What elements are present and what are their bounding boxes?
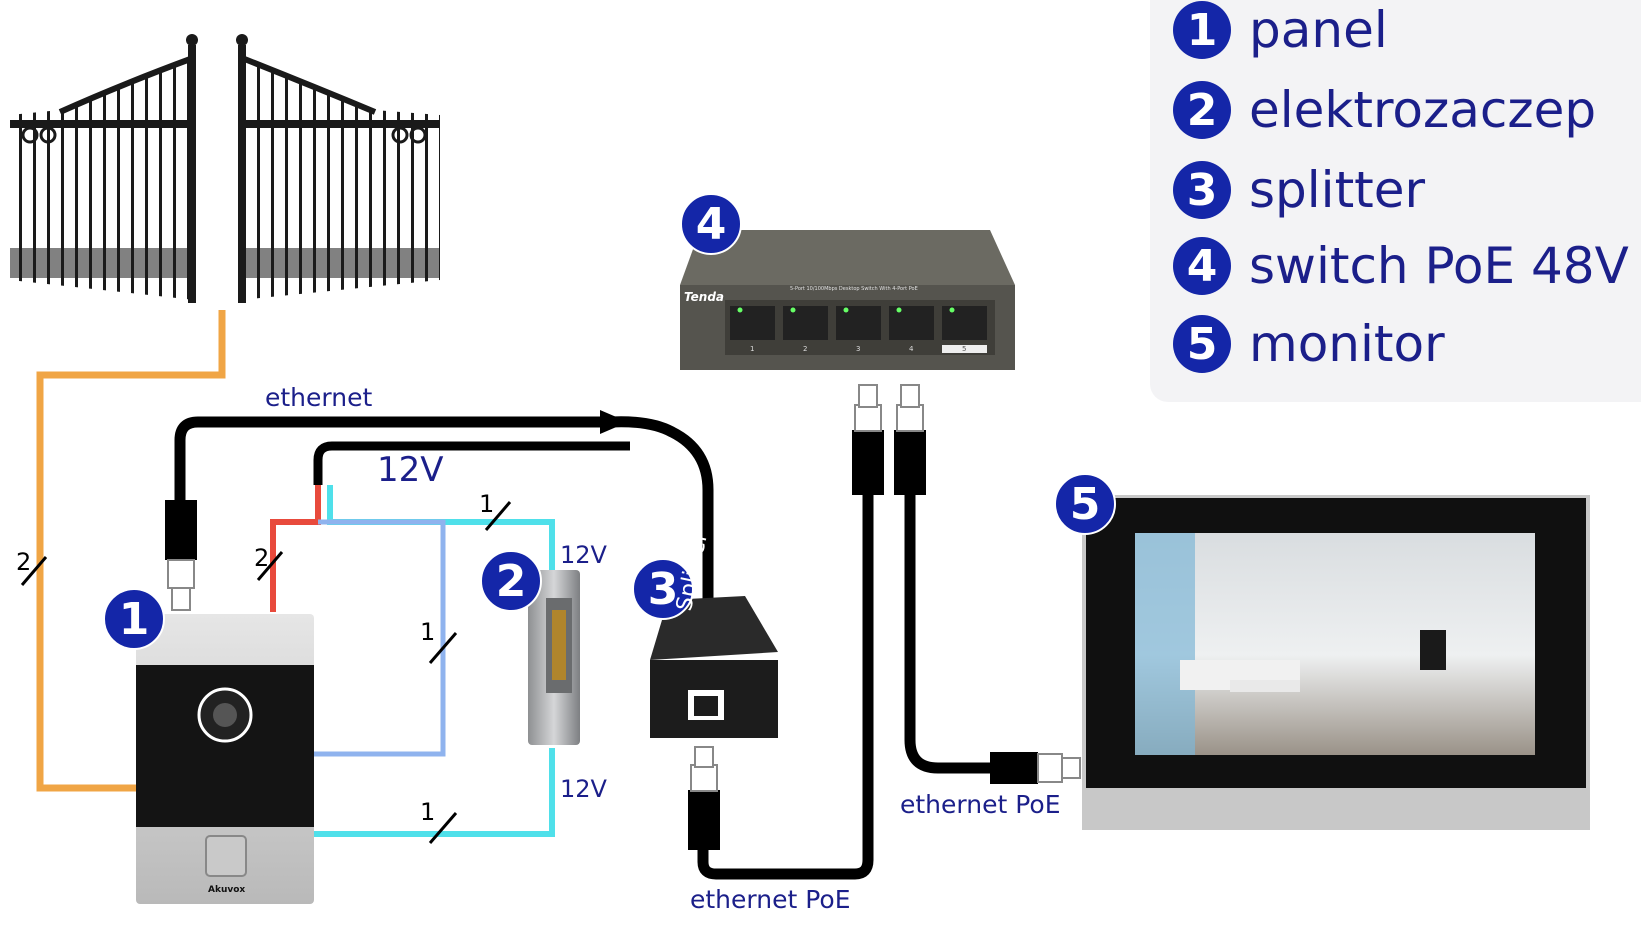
blue-wire — [312, 519, 446, 757]
blue-wire-count: 1 — [420, 618, 436, 646]
legend-item: 2 elektrozaczep — [1173, 74, 1596, 146]
legend-label: splitter — [1249, 161, 1426, 219]
legend-number-badge: 3 — [1173, 161, 1231, 219]
red-wire — [270, 485, 321, 612]
ethernet-label: ethernet — [265, 383, 373, 412]
ethernet-poe-monitor-label: ethernet PoE — [900, 790, 1061, 819]
legend-item: 5 monitor — [1173, 308, 1445, 380]
legend-label: elektrozaczep — [1249, 81, 1597, 139]
ethernet-poe-cable-bottom — [697, 470, 874, 880]
twelve-volt-label: 12V — [377, 450, 444, 490]
switch-port-number: 4 — [909, 345, 914, 353]
legend-item: 3 splitter — [1173, 154, 1425, 226]
legend-number-badge: 4 — [1173, 237, 1231, 295]
monitor-device — [1082, 495, 1590, 830]
legend-number-badge: 1 — [1173, 1, 1231, 59]
switch-port-number: 2 — [803, 345, 808, 353]
ethernet-poe-bottom-label: ethernet PoE — [690, 885, 851, 914]
switch-port-number: 1 — [750, 345, 755, 353]
orange-wire — [36, 310, 226, 792]
cyan-bottom-wire-count: 1 — [420, 798, 436, 826]
gate-left-leaf — [10, 34, 198, 303]
cyan-wire-count: 1 — [479, 490, 495, 518]
red-wire-count: 2 — [254, 544, 270, 572]
rj45-plug-splitter — [688, 746, 720, 850]
panel-badge: 1 — [103, 588, 165, 650]
rj45-plug-panel — [165, 500, 197, 611]
legend-item: 1 panel — [1173, 0, 1388, 66]
ethernet-poe-cable-monitor — [904, 470, 1010, 774]
poe-switch — [680, 230, 1015, 370]
legend-panel — [1150, 0, 1641, 402]
strike-badge: 2 — [480, 550, 542, 612]
panel-brand: Akuvox — [208, 885, 246, 895]
twelve-volt-cable — [313, 441, 630, 485]
gate-right-leaf — [236, 34, 440, 303]
legend-item: 4 switch PoE 48V — [1173, 230, 1629, 302]
legend-label: switch PoE 48V — [1249, 237, 1629, 295]
strike-12v-bottom-label: 12V — [560, 775, 607, 803]
electric-strike-device — [528, 570, 580, 745]
monitor-badge: 5 — [1054, 473, 1116, 535]
switch-badge: 4 — [680, 193, 742, 255]
switch-port-number: 3 — [856, 345, 861, 353]
switch-brand: Tenda — [684, 290, 725, 304]
orange-wire-count: 2 — [16, 548, 32, 576]
splitter-badge: 3 — [632, 558, 694, 620]
door-panel-device — [136, 614, 314, 904]
legend-number-badge: 5 — [1173, 315, 1231, 373]
legend-number-badge: 2 — [1173, 81, 1231, 139]
ethernet-cable-top — [174, 416, 714, 600]
switch-model-text: 5-Port 10/100Mbps Desktop Switch With 4-… — [790, 286, 918, 292]
cable-joint — [600, 410, 628, 434]
switch-port-number: 5 — [962, 345, 967, 353]
legend-label: monitor — [1249, 315, 1445, 373]
rj45-plug-switch-2 — [894, 384, 926, 495]
rj45-plug-monitor — [990, 752, 1081, 784]
legend-label: panel — [1249, 1, 1388, 59]
strike-12v-top-label: 12V — [560, 541, 607, 569]
rj45-plug-switch-1 — [852, 384, 884, 495]
